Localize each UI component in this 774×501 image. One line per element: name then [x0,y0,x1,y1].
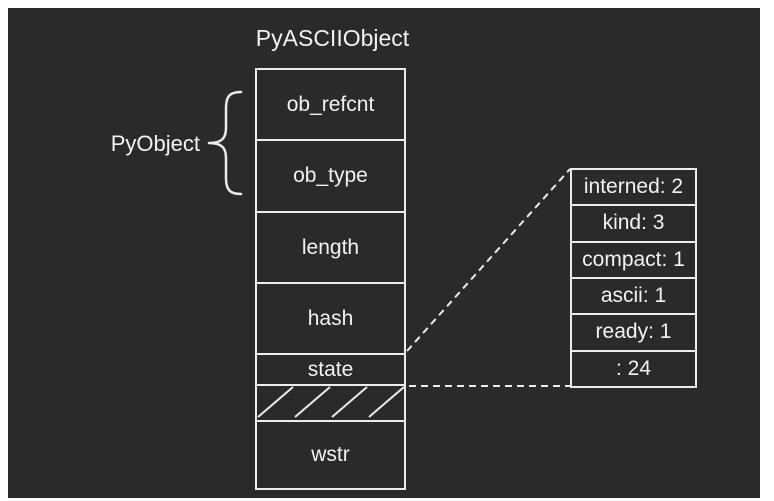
field-state: state [257,353,404,384]
field-padding-hatched [257,384,404,420]
field-length: length [257,211,404,282]
field-label: length [301,235,360,259]
struct-title: PyASCIIObject [255,25,410,51]
field-label: ob_refcnt [286,92,375,116]
field-label: ob_type [293,164,368,187]
bitfield-row-compact: compact: 1 [572,240,695,277]
pyobject-group-label: PyObject [110,131,200,156]
bitfield-row-ready: ready: 1 [572,313,695,349]
field-ob-refcnt: ob_refcnt [257,70,404,139]
bitfield-row-unused: : 24 [572,349,695,386]
field-ob-type: ob_type [257,139,404,211]
struct-field-stack: ob_refcnt ob_type length hash state wstr [255,68,406,490]
field-label: wstr [311,443,350,466]
bitfield-row-interned: interned: 2 [583,175,684,199]
field-label: hash [307,306,354,330]
bitfield-row-ascii: ascii: 1 [572,276,695,313]
bitfield-row-kind: kind: 3 [572,204,695,240]
field-hash: hash [257,282,404,353]
field-label: state [307,357,354,381]
field-wstr: wstr [257,420,404,488]
state-bitfield-detail-box: interned: 2 kind: 3 compact: 1 ascii: 1 … [570,168,697,388]
